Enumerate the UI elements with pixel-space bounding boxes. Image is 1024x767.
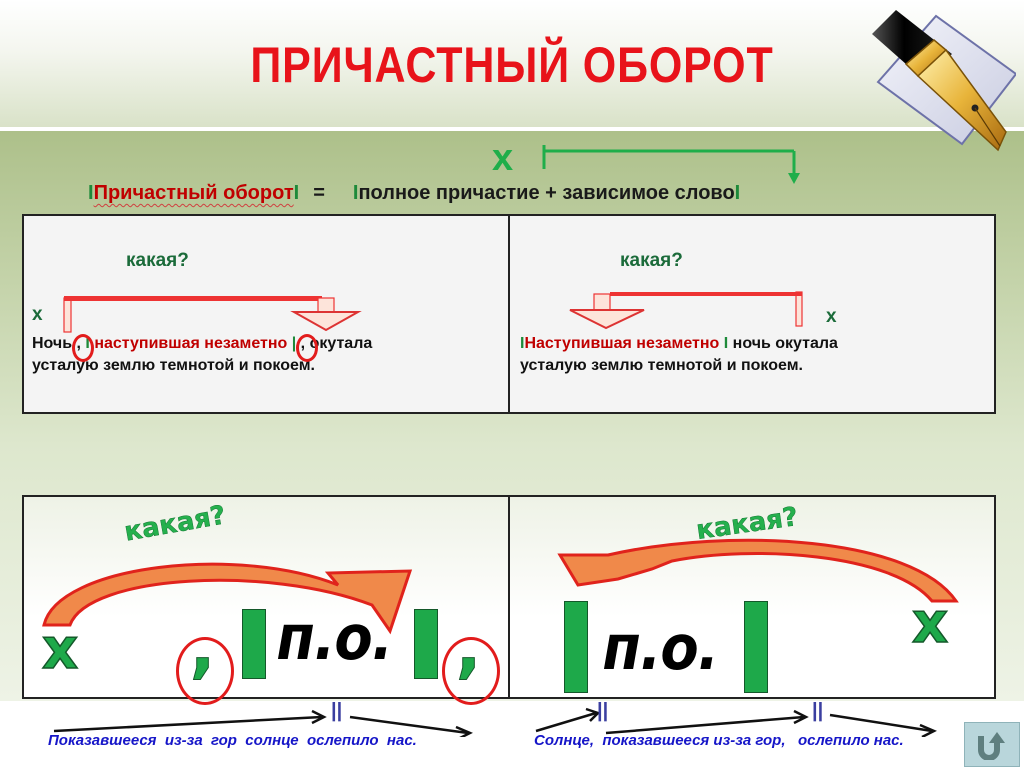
x-mark: x: [492, 137, 514, 179]
x-mark: x: [911, 591, 949, 656]
term-label: Причастный оборот: [93, 182, 294, 204]
x-label: x: [32, 304, 43, 325]
boundary-bar: [414, 609, 438, 679]
boundary-mark: I: [88, 182, 94, 204]
subject-marker: ||: [597, 700, 609, 722]
header-band: [0, 0, 1024, 127]
question-arrow-icon: [569, 291, 803, 330]
curved-arrow-icon: [557, 538, 959, 603]
highlight-circle: [176, 637, 234, 705]
x-mark: x: [41, 617, 79, 682]
u-turn-arrow-icon: [978, 731, 1005, 760]
slide-title: ПРИЧАСТНЫЙ ОБОРОТ: [250, 37, 774, 93]
footer-background: [0, 701, 1024, 767]
question-label: какая?: [122, 500, 229, 548]
example-sentence: IНаступившая незаметно I ночь окутала ус…: [520, 335, 838, 374]
right-sentence-arrows-icon: [535, 707, 937, 737]
scheme-cell-after-noun: какая? x , п.о. ,: [24, 497, 508, 705]
example-cell-before-noun: какая? x IНаступившая незаметно I ночь о…: [508, 216, 994, 412]
definition-formula: IПричастный оборотI=Iполное причастие + …: [88, 182, 740, 205]
x-label: x: [826, 306, 837, 327]
boundary-bar: [242, 609, 266, 679]
dependency-arrow-icon: [542, 145, 800, 184]
highlight-circle: [71, 334, 94, 362]
participle-phrase-abbrev: п.о.: [602, 611, 719, 684]
comma-circled: ,: [71, 334, 94, 362]
equals-sign: =: [313, 182, 325, 204]
header-divider: [0, 127, 1024, 131]
scheme-cell-before-noun: какая? x п.о.: [508, 497, 994, 697]
scheme-table: какая? x , п.о. , какая? x п.о.: [22, 495, 996, 705]
curved-arrow-icon: [42, 562, 413, 635]
boundary-mark: I: [734, 182, 741, 204]
question-label: какая?: [620, 250, 683, 271]
examples-table: какая? x Ночь , I наступившая незаметно …: [22, 214, 996, 414]
predicate-marker: ||: [812, 700, 824, 722]
question-arrow-icon: [63, 296, 362, 333]
boundary-mark: I: [293, 182, 300, 204]
highlight-circle: [442, 637, 500, 705]
example-sentence-right: Солнце, показавшееся из-за гор, ослепило…: [534, 732, 904, 749]
example-cell-after-noun: какая? x Ночь , I наступившая незаметно …: [24, 216, 508, 412]
return-button[interactable]: [964, 722, 1020, 767]
highlight-circle: [295, 334, 318, 362]
comma-circled: ,: [295, 334, 318, 362]
definition-text: полное причастие + зависимое слово: [358, 182, 735, 204]
boundary-bar: [564, 601, 588, 693]
predicate-marker: ||: [331, 700, 343, 722]
participle-phrase-abbrev: п.о.: [276, 601, 393, 674]
fountain-pen-icon: [872, 10, 1016, 152]
example-sentence: Ночь , I наступившая незаметно | , окута…: [32, 334, 373, 374]
participle-phrase: наступившая незаметно: [94, 335, 288, 352]
example-sentence-left: Показавшееся из-за гор солнце ослепило н…: [48, 732, 417, 749]
boundary-mark: I: [352, 182, 359, 204]
boundary-bar: [744, 601, 768, 693]
participle-phrase: Наступившая незаметно: [524, 335, 720, 352]
question-label: какая?: [126, 250, 189, 271]
left-sentence-arrows-icon: [53, 709, 473, 737]
